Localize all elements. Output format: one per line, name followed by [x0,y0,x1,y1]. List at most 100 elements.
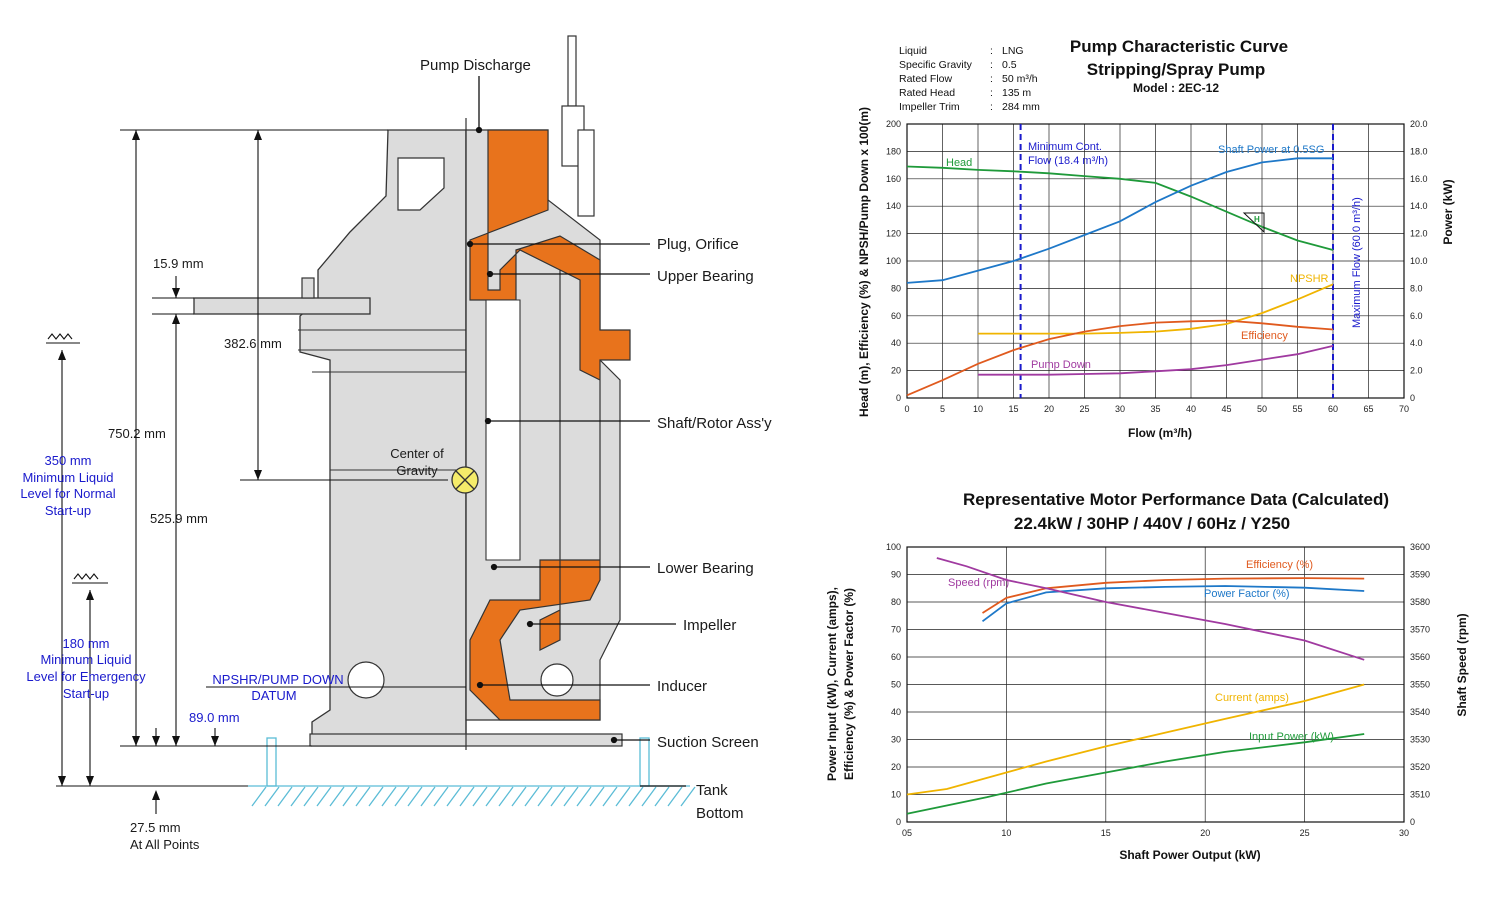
spec-key-head: Rated Head [899,87,955,99]
tank-bottom-hatch [248,785,696,807]
label-plug-orifice: Plug, Orifice [657,236,739,253]
liquid-level-icon-emergency [72,573,108,584]
y2-tick-label: 3540 [1410,707,1430,717]
spec-val-sg: 0.5 [1002,59,1017,71]
x-tick-label: 60 [1328,404,1338,414]
y2-tick-label: 3570 [1410,625,1430,635]
mount-flange [193,297,371,315]
level-emerg-4: Start-up [63,686,109,701]
datum-label-2: DATUM [251,688,296,703]
y2-tick-label: 3600 [1410,542,1430,552]
x-tick-label: 35 [1150,404,1160,414]
y-tick-label: 0 [896,817,901,827]
level-emerg-1: 180 mm [63,636,110,651]
min-flow-label-1: Minimum Cont. [1028,141,1102,153]
series-line-current-amps- [906,683,1365,796]
level-emerg-2: Minimum Liquid [40,652,131,667]
support-leg-left [266,737,277,787]
x-tick-label: 30 [1399,828,1409,838]
series-line-npshr [978,283,1334,335]
y2-tick-label: 14.0 [1410,201,1428,211]
y-tick-label: 50 [891,680,901,690]
center-of-gravity-icon [451,466,479,494]
label-cog-2: Gravity [396,463,438,478]
y-tick-label: 20 [891,366,901,376]
chart2-subtitle: 22.4kW / 30HP / 440V / 60Hz / Y250 [1014,514,1290,533]
chart2-ylabel-right: Shaft Speed (rpm) [1455,613,1469,716]
discharge-flange [577,129,595,217]
x-tick-label: 20 [1044,404,1054,414]
y2-tick-label: 6.0 [1410,311,1423,321]
series-label: Efficiency [1241,330,1288,342]
series-line-efficiency [906,319,1334,397]
label-shaft-rotor: Shaft/Rotor Ass'y [657,415,772,432]
pump-casing [299,129,467,747]
series-line-head [906,165,1334,251]
y2-tick-label: 3590 [1410,570,1430,580]
flange-bolt [301,277,315,299]
y-tick-label: 80 [891,283,901,293]
max-flow-label: Maximum Flow (60.0 m³/h) [1351,197,1363,328]
dim-15-9: 15.9 mm [153,256,204,271]
x-tick-label: 05 [902,828,912,838]
head-h-marker: H [1242,212,1265,234]
x-tick-label: 0 [904,404,909,414]
spec-val-head: 135 m [1002,87,1031,99]
pump-curve-chart: Liquid Specific Gravity Rated Flow Rated… [857,37,1455,440]
label-impeller: Impeller [683,617,736,634]
series-line-power-factor- [981,585,1365,623]
casing-ribs [298,329,466,471]
x-tick-label: 30 [1115,404,1125,414]
chart1-model: Model : 2EC-12 [1133,81,1219,95]
plot-frame [906,123,1405,399]
series-line-speed-rpm- [936,557,1365,661]
y-tick-label: 70 [891,625,901,635]
series-label: Shaft Power at 0.5SG [1218,144,1324,156]
y2-tick-label: 0 [1410,393,1415,403]
dim-27-5: 27.5 mm [130,820,181,835]
y-tick-label: 90 [891,570,901,580]
series-label: Power Factor (%) [1204,588,1290,600]
series-line-shaft-power-at-0-5sg [906,157,1333,284]
series-label: Current (amps) [1215,692,1289,704]
label-cog-1: Center of [390,446,444,461]
level-normal-4: Start-up [45,503,91,518]
y-tick-label: 60 [891,311,901,321]
y2-tick-label: 3580 [1410,597,1430,607]
series-line-input-power-kw- [906,733,1365,815]
pump-drawing: Pump Discharge Plug, Orifice Upper Beari… [20,35,772,852]
label-pump-discharge: Pump Discharge [420,57,531,74]
y2-tick-label: 18.0 [1410,146,1428,156]
svg-text::: : [990,59,993,71]
dim-750-2: 750.2 mm [108,426,166,441]
dim-89-0: 89.0 mm [189,710,240,725]
chart2-title: Representative Motor Performance Data (C… [963,490,1389,509]
level-normal-3: Level for Normal [20,486,115,501]
y-tick-label: 160 [886,174,901,184]
spec-key-liquid: Liquid [899,45,927,57]
spec-val-flow: 50 m³/h [1002,73,1038,85]
y-tick-label: 10 [891,790,901,800]
y2-tick-label: 12.0 [1410,229,1428,239]
support-leg-right [639,737,650,787]
y2-tick-label: 0 [1410,817,1415,827]
x-tick-label: 50 [1257,404,1267,414]
label-suction-screen: Suction Screen [657,734,759,751]
series-line-pump-down [978,345,1334,376]
series-line-efficiency- [982,577,1365,614]
motor-curve-chart: Representative Motor Performance Data (C… [825,490,1469,862]
x-tick-label: 40 [1186,404,1196,414]
y-tick-label: 80 [891,597,901,607]
chart1-ylabel: Head (m), Efficiency (%) & NPSH/Pump Dow… [857,107,871,417]
x-tick-label: 10 [973,404,983,414]
dim-525-9: 525.9 mm [150,511,208,526]
y-tick-label: 20 [891,762,901,772]
y2-tick-label: 3530 [1410,735,1430,745]
datum-label-1: NPSHR/PUMP DOWN [212,672,343,687]
x-tick-label: 65 [1363,404,1373,414]
liquid-level-icon-normal [46,333,80,344]
spec-table: Liquid Specific Gravity Rated Flow Rated… [899,45,1040,113]
chart1-title: Pump Characteristic Curve [1070,37,1288,56]
